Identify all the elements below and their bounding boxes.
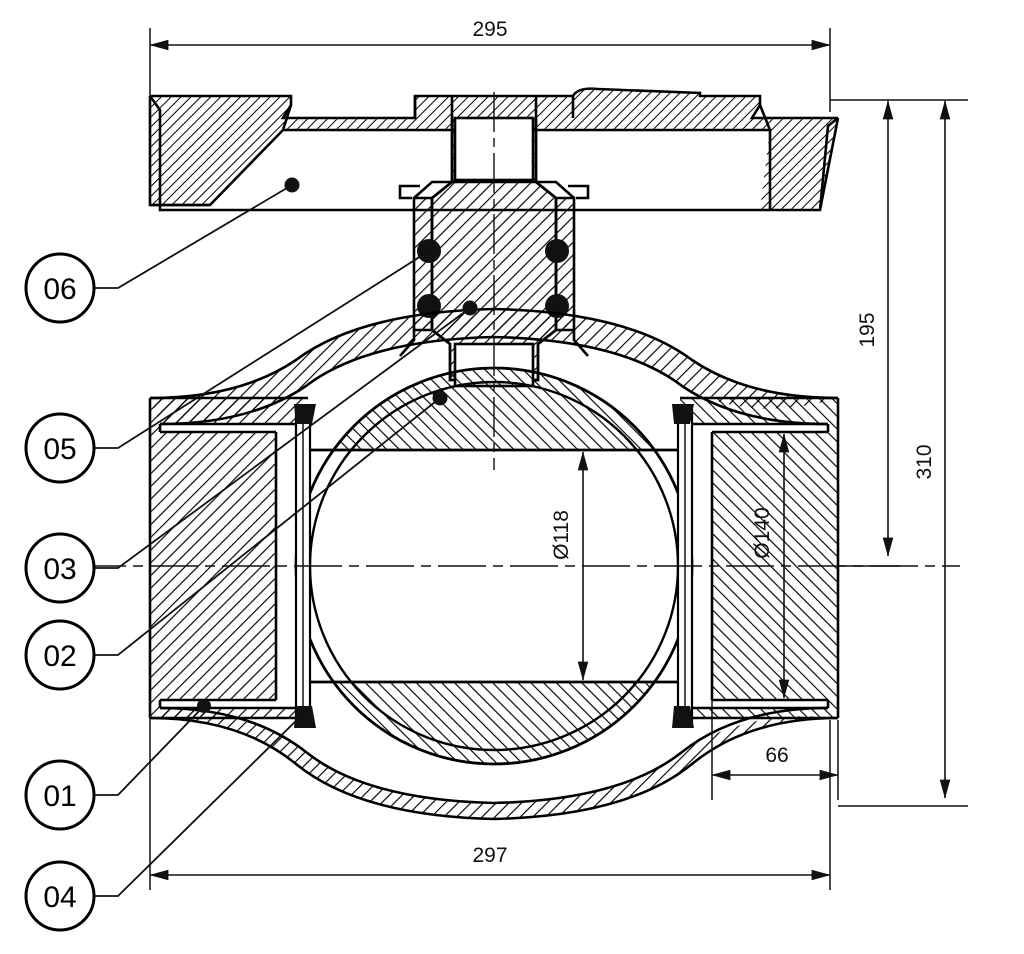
dimension-310-label: 310 [913, 444, 936, 479]
balloon-04-label: 04 [43, 881, 76, 914]
leader-dot-02 [432, 390, 448, 406]
dimension-66-label: 66 [765, 744, 788, 767]
dimension-d140-label: Ø140 [751, 507, 774, 558]
leader-dot-03 [462, 300, 478, 316]
balloon-04[interactable]: 04 [24, 860, 96, 932]
dimension-d118-label: Ø118 [550, 510, 573, 560]
dimension-310: 310 [838, 100, 968, 807]
dimension-297: 297 [149, 700, 831, 890]
dimension-297-label: 297 [472, 844, 507, 867]
dimension-195-label: 195 [856, 312, 879, 347]
dimension-295-label: 295 [472, 18, 507, 41]
balloon-06-label: 06 [43, 273, 76, 306]
balloon-02[interactable]: 02 [24, 619, 96, 691]
dimension-295: 295 [149, 18, 831, 112]
dimension-66: 66 [711, 700, 839, 800]
balloon-05-circle[interactable] [24, 412, 96, 484]
balloon-03-label: 03 [43, 553, 76, 586]
o-ring-upper-right [545, 239, 569, 263]
leader-dot-06 [284, 177, 300, 193]
balloon-05-label: 05 [43, 433, 76, 466]
balloon-02-label: 02 [43, 640, 76, 673]
balloon-05[interactable]: 05 [24, 412, 96, 484]
balloon-leaders [94, 177, 478, 897]
balloon-06[interactable]: 06 [24, 252, 96, 324]
balloon-01-circle[interactable] [24, 759, 96, 831]
balloon-03-circle[interactable] [24, 532, 96, 604]
dimension-d140: Ø140 [751, 433, 790, 699]
dimension-195: 195 [830, 99, 968, 567]
balloon-01[interactable]: 01 [24, 759, 96, 831]
balloon-03[interactable]: 03 [24, 532, 96, 604]
balloon-02-circle[interactable] [24, 619, 96, 691]
balloon-01-label: 01 [43, 780, 76, 813]
balloon-04-circle[interactable] [24, 860, 96, 932]
dimension-d118: Ø118 [550, 451, 589, 681]
centrelines [78, 92, 960, 567]
balloon-06-circle[interactable] [24, 252, 96, 324]
leader-dot-01 [197, 699, 211, 713]
